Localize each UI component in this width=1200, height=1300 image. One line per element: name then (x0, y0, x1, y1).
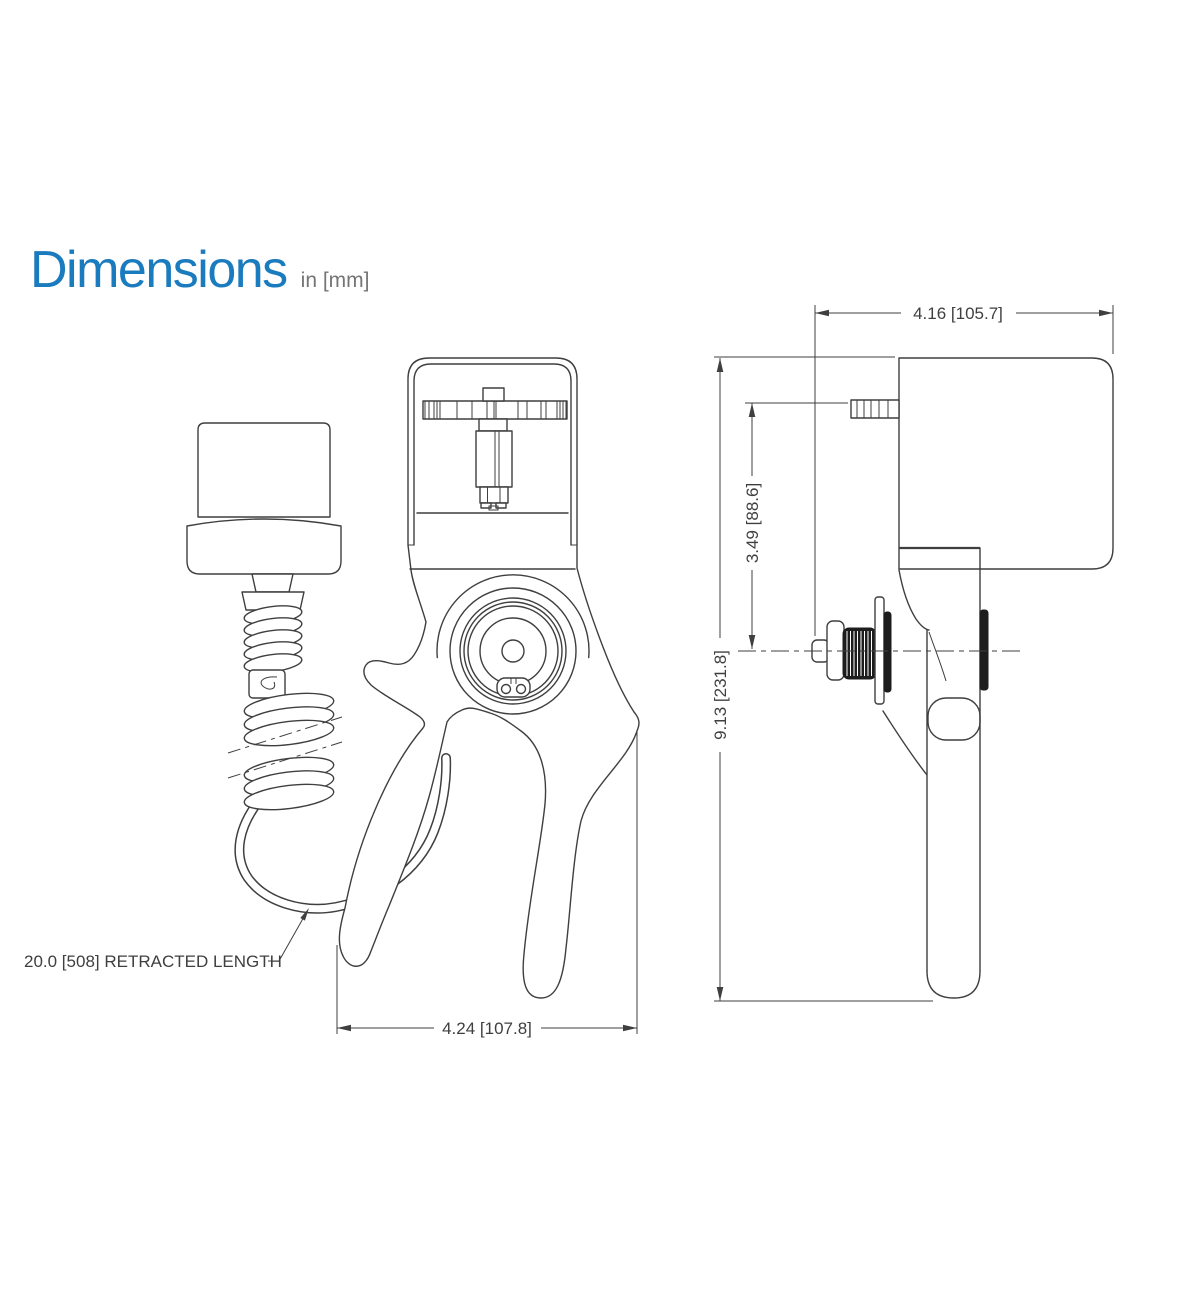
pad-left (883, 611, 892, 693)
handle-pivot-detail (927, 697, 981, 741)
overall-height-dim-text: 9.13 [231.8] (711, 650, 730, 740)
unit-note: in [mm] (300, 269, 370, 292)
retracted-length-note: 20.0 [508] RETRACTED LENGTH (24, 908, 309, 971)
cable-label-text: 20.0 [508] RETRACTED LENGTH (24, 952, 282, 971)
cable-coil (227, 692, 343, 811)
overall-height-dimension: 9.13 [231.8] (711, 356, 933, 1002)
plug-neck (251, 573, 294, 593)
cable-clip-block (248, 669, 286, 699)
motor-box (850, 357, 1114, 570)
break-line (227, 741, 343, 779)
connector-plug (186, 422, 342, 699)
side-width-dim-text: 4.16 [105.7] (913, 304, 1003, 323)
pivot-circles (436, 574, 590, 715)
break-line (227, 716, 343, 754)
top-cover-frame (408, 363, 577, 570)
pad-right (979, 609, 989, 691)
page-title: Dimensions (30, 241, 288, 299)
side-width-dimension: 4.16 [105.7] (814, 304, 1114, 636)
adjustment-knob (811, 620, 877, 681)
plug-collar (186, 518, 342, 575)
page-header: Dimensions in [mm] (30, 244, 370, 296)
upper-height-dimension: 3.49 [88.6] (743, 402, 848, 649)
upper-height-dim-text: 3.49 [88.6] (743, 483, 762, 563)
hex-nut (479, 486, 509, 504)
side-body (882, 568, 989, 999)
side-view: 4.16 [105.7] 3.49 [88.6] 9.13 [231.8] (711, 304, 1114, 1002)
gear-rack (422, 387, 568, 420)
strain-relief-spring (243, 605, 303, 673)
snap-ring (496, 677, 531, 698)
front-width-dim-text: 4.24 [107.8] (442, 1019, 532, 1038)
plug-cylinder (197, 422, 331, 518)
gear-rack-side (850, 399, 900, 419)
coiled-cable (234, 753, 452, 914)
front-view: 4.24 [107.8] 20.0 [508] RETRACTED LENGTH (24, 357, 640, 1038)
front-width-dimension: 4.24 [107.8] (336, 730, 638, 1038)
plunger-cylinder (475, 418, 513, 511)
